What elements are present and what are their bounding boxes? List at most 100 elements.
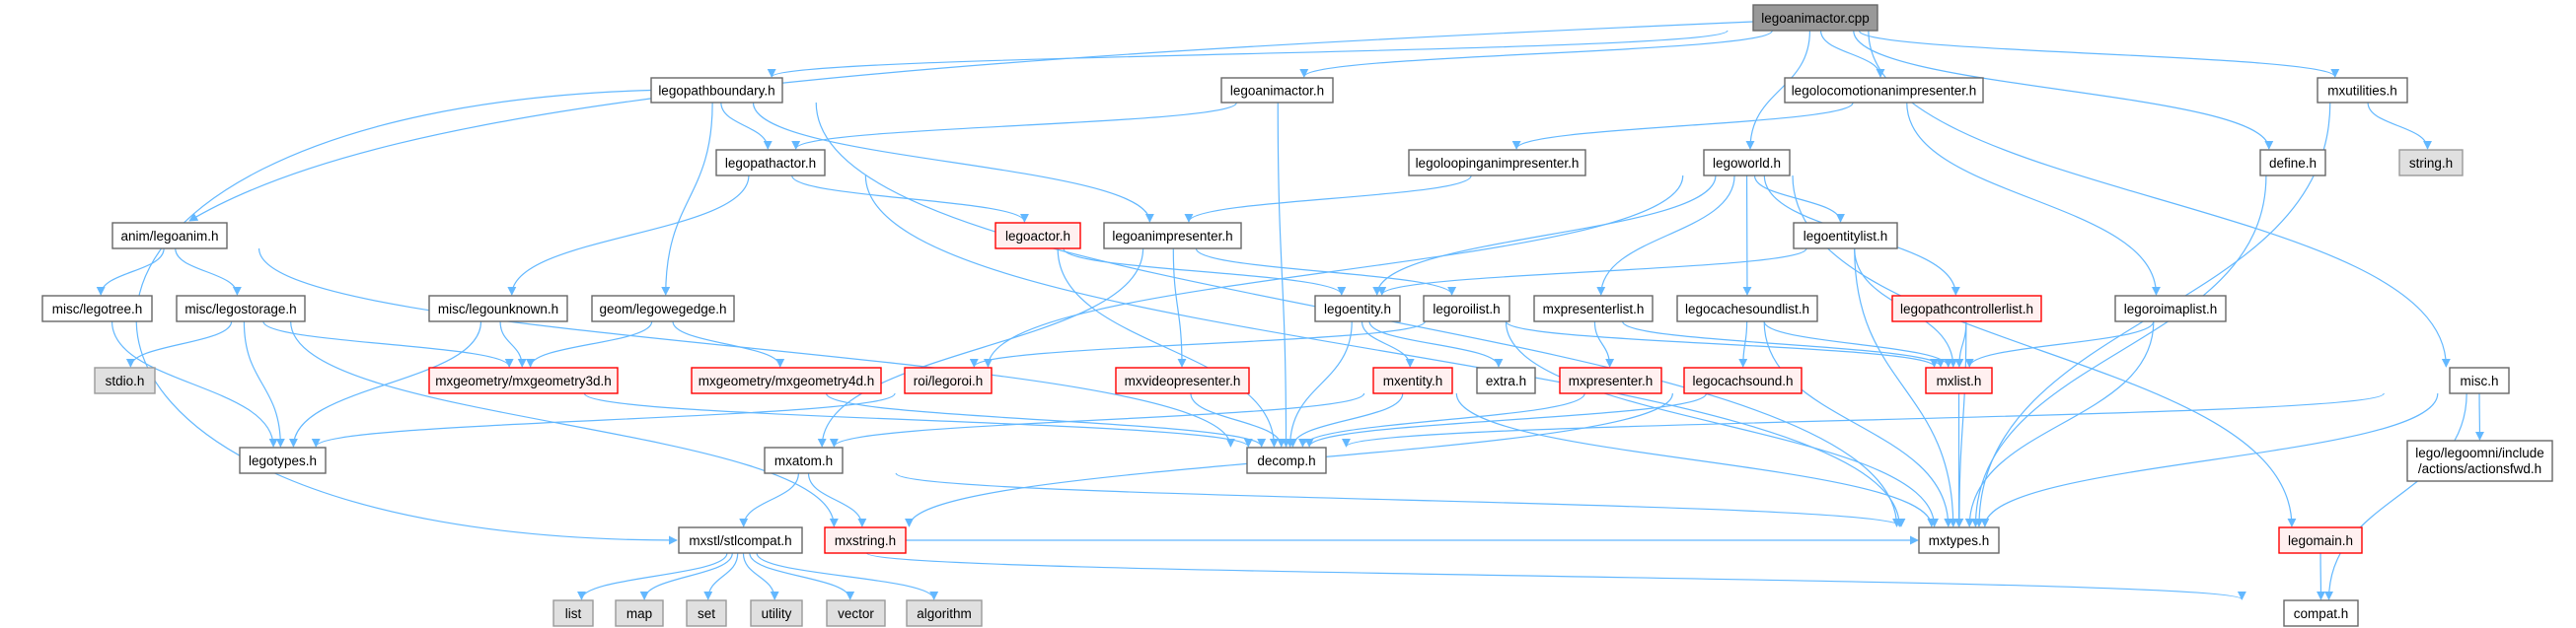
node-misc[interactable]: misc.h xyxy=(2449,367,2510,394)
edge-misc-to-mxtypes xyxy=(1980,392,2439,527)
node-box xyxy=(1314,295,1401,322)
edge-legoworld-to-entitylist xyxy=(1753,174,1845,223)
edge-legoworld-to-legoentity xyxy=(1372,174,1717,296)
node-presenterlist[interactable]: mxpresenterlist.h xyxy=(1533,295,1654,322)
edge-cpp-to-mxutilities xyxy=(1858,30,2340,78)
node-roimaplist[interactable]: legoroimaplist.h xyxy=(2114,295,2227,322)
node-label: mxutilities.h xyxy=(2327,84,2397,99)
node-mxlist[interactable]: mxlist.h xyxy=(1925,367,1993,394)
node-legomain[interactable]: legomain.h xyxy=(2278,526,2363,554)
node-geom3d[interactable]: mxgeometry/mxgeometry3d.h xyxy=(428,367,619,394)
node-legotypes[interactable]: legotypes.h xyxy=(239,447,327,474)
edge-geom3d-to-decomp xyxy=(583,392,1253,448)
edge-legoactor-to-decomp xyxy=(1057,247,1279,448)
edge-videopresenter-to-decomp xyxy=(1190,392,1287,448)
node-cachsound[interactable]: legocachsound.h xyxy=(1683,367,1803,394)
node-animactorh[interactable]: legoanimactor.h xyxy=(1220,77,1334,104)
node-actionsfwd[interactable]: lego/legoomni/include/actions/actionsfwd… xyxy=(2406,440,2553,482)
node-box xyxy=(428,295,568,322)
node-wegedge[interactable]: geom/legowegedge.h xyxy=(591,295,735,322)
edge-stlcompat-to-compat xyxy=(866,552,2246,600)
node-decomp[interactable]: decomp.h xyxy=(1246,447,1327,474)
node-roilist[interactable]: legoroilist.h xyxy=(1423,295,1510,322)
node-stringh[interactable]: string.h xyxy=(2398,149,2464,176)
edge-legoworld-to-presenterlist xyxy=(1596,174,1735,296)
node-looping[interactable]: legoloopinganimpresenter.h xyxy=(1408,149,1586,176)
node-map[interactable]: map xyxy=(615,599,664,627)
edge-wegedge-to-geom3d xyxy=(526,320,653,368)
node-pathactor[interactable]: legopathactor.h xyxy=(715,149,826,176)
node-box xyxy=(1683,367,1803,394)
node-cpp[interactable]: legoanimactor.cpp xyxy=(1752,4,1878,32)
node-compat[interactable]: compat.h xyxy=(2283,599,2359,627)
node-animpresenter[interactable]: legoanimpresenter.h xyxy=(1103,222,1242,249)
node-pathboundary[interactable]: legopathboundary.h xyxy=(650,77,783,104)
node-box xyxy=(1676,295,1818,322)
node-label: string.h xyxy=(2409,156,2453,171)
node-box xyxy=(428,367,619,394)
node-locomotion[interactable]: legolocomotionanimpresenter.h xyxy=(1784,77,1984,104)
node-legounknown[interactable]: misc/legounknown.h xyxy=(428,295,568,322)
node-pathctrllist[interactable]: legopathcontrollerlist.h xyxy=(1891,295,2042,322)
node-label: legoanimactor.h xyxy=(1230,84,1324,99)
edge-legounknown-to-geom3d xyxy=(499,320,527,368)
node-label: define.h xyxy=(2269,156,2317,171)
node-vector[interactable]: vector xyxy=(826,599,886,627)
node-label: mxpresenterlist.h xyxy=(1543,302,1645,316)
node-mxpresenter[interactable]: mxpresenter.h xyxy=(1559,367,1662,394)
edge-geom4d-to-decomp xyxy=(825,392,1267,448)
node-legotree[interactable]: misc/legotree.h xyxy=(41,295,153,322)
node-mxstring[interactable]: mxstring.h xyxy=(824,526,907,554)
node-label: legopathcontrollerlist.h xyxy=(1900,302,2033,316)
edge-stlcompat-to-map xyxy=(639,552,733,600)
node-box xyxy=(1703,149,1791,176)
node-cachesoundlist[interactable]: legocachesoundlist.h xyxy=(1676,295,1818,322)
node-mxutilities[interactable]: mxutilities.h xyxy=(2317,77,2408,104)
edge-mxatom-to-stlcompat xyxy=(739,472,799,527)
node-mxatom[interactable]: mxatom.h xyxy=(764,447,844,474)
node-box xyxy=(2449,367,2510,394)
node-box xyxy=(1220,77,1334,104)
node-legoentity[interactable]: legoentity.h xyxy=(1314,295,1401,322)
node-mxtypes[interactable]: mxtypes.h xyxy=(1918,526,2000,554)
edge-presenterlist-to-mxpresenter xyxy=(1593,320,1615,368)
edge-legoroi-to-legotypes xyxy=(311,392,896,448)
node-box xyxy=(650,77,783,104)
node-geom4d[interactable]: mxgeometry/mxgeometry4d.h xyxy=(691,367,882,394)
edges-layer xyxy=(96,21,2484,600)
node-label: extra.h xyxy=(1486,374,1526,388)
edge-cpp-to-legoanim xyxy=(188,21,1754,222)
node-legoworld[interactable]: legoworld.h xyxy=(1703,149,1791,176)
edge-pathboundary-to-stlcompat xyxy=(135,89,678,545)
node-set[interactable]: set xyxy=(686,599,727,627)
node-algorithm[interactable]: algorithm xyxy=(906,599,983,627)
node-stdio[interactable]: stdio.h xyxy=(94,367,156,394)
edge-legoanim-to-legotree xyxy=(96,247,165,296)
node-extra[interactable]: extra.h xyxy=(1476,367,1536,394)
node-legostorage[interactable]: misc/legostorage.h xyxy=(176,295,306,322)
node-box xyxy=(826,599,886,627)
node-utility[interactable]: utility xyxy=(750,599,803,627)
node-videopresenter[interactable]: mxvideopresenter.h xyxy=(1115,367,1250,394)
node-list[interactable]: list xyxy=(552,599,594,627)
node-label: mxtypes.h xyxy=(1929,533,1990,548)
node-mxentity[interactable]: mxentity.h xyxy=(1372,367,1453,394)
node-box xyxy=(94,367,156,394)
edge-animpresenter-to-roilist xyxy=(1195,247,1457,296)
node-define[interactable]: define.h xyxy=(2259,149,2326,176)
edge-legoentity-to-decomp xyxy=(1286,320,1353,448)
node-box xyxy=(764,447,844,474)
node-box xyxy=(111,222,228,249)
node-legoroi[interactable]: roi/legoroi.h xyxy=(904,367,993,394)
node-legoanim[interactable]: anim/legoanim.h xyxy=(111,222,228,249)
node-box xyxy=(2406,440,2553,482)
edge-animactorh-to-decomp xyxy=(1277,102,1291,448)
node-stlcompat[interactable]: mxstl/stlcompat.h xyxy=(678,526,803,554)
nodes-layer: legoanimactor.cpp legopathboundary.h legoa… xyxy=(41,4,2553,627)
node-label: set xyxy=(698,606,715,621)
node-entitylist[interactable]: legoentitylist.h xyxy=(1793,222,1898,249)
node-legoactor[interactable]: legoactor.h xyxy=(994,222,1081,249)
edge-wegedge-to-geom4d xyxy=(672,320,785,368)
edge-entitylist-to-mxtypes xyxy=(1854,247,1958,527)
edge-locomotion-to-roimaplist xyxy=(1906,102,2161,296)
